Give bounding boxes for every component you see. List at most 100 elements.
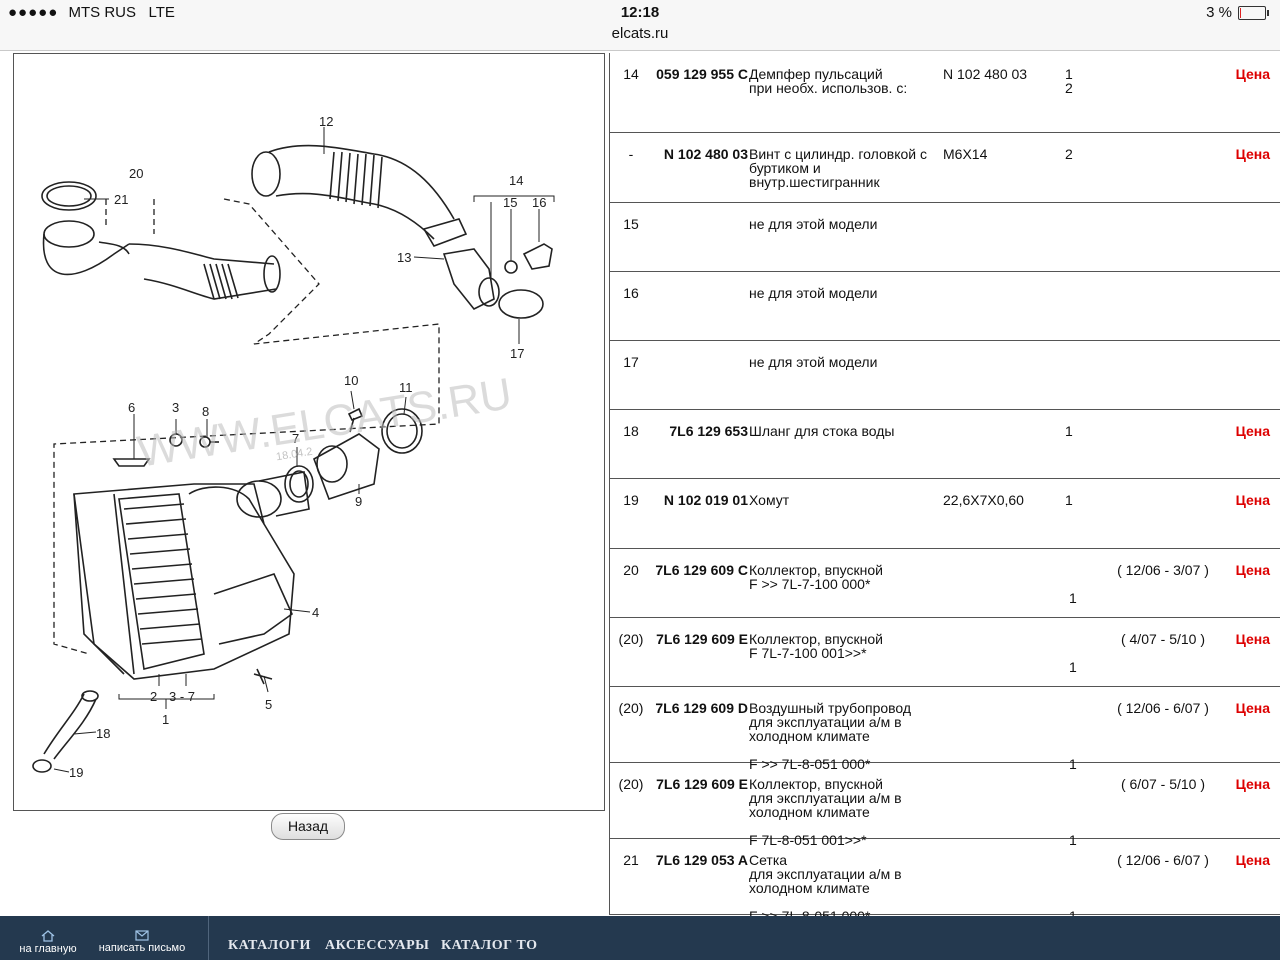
part-quantity: 1 <box>1069 590 1077 606</box>
part-position: 16 <box>623 285 639 301</box>
callout-12: 12 <box>319 114 333 129</box>
part-quantity: 2 <box>1065 146 1073 162</box>
nav-divider <box>208 916 209 960</box>
air-mass-meter <box>284 407 423 503</box>
price-link[interactable]: Цена <box>1235 776 1270 792</box>
price-link[interactable]: Цена <box>1235 631 1270 647</box>
home-link[interactable]: на главную <box>10 930 86 955</box>
part-quantity: 1 2 <box>1065 66 1073 96</box>
write-letter-label: написать письмо <box>98 942 186 954</box>
part-description: Коллектор, впускной F 7L-7-100 001>>* <box>749 631 883 661</box>
menu-catalogs[interactable]: КАТАЛОГИ <box>228 938 311 953</box>
part-description: Винт с цилиндр. головкой с буртиком и вн… <box>749 146 927 190</box>
callout-5: 5 <box>265 697 272 712</box>
price-link[interactable]: Цена <box>1235 66 1270 82</box>
part-description: Хомут <box>749 492 790 508</box>
price-link[interactable]: Цена <box>1235 423 1270 439</box>
watermark: WWW.ELCATS.RU <box>134 369 515 477</box>
part-position: 17 <box>623 354 639 370</box>
callout-20: 20 <box>129 166 143 181</box>
home-icon <box>41 930 55 942</box>
status-bar: ●●●●● MTS RUS LTE 12:18 elcats.ru 3 % <box>0 0 1280 51</box>
part-position: (20) <box>618 700 644 716</box>
part-description: Сетка для эксплуатации а/м в холодном кл… <box>749 852 902 923</box>
callout-labels: 12 20 21 14 15 16 13 17 10 11 6 3 8 7 9 … <box>69 114 546 780</box>
leader-lines <box>53 127 555 773</box>
part-position: 18 <box>623 423 639 439</box>
callout-9: 9 <box>355 494 362 509</box>
part-number[interactable]: N 102 480 03 <box>663 146 748 162</box>
battery-percent: 3 % <box>1206 4 1232 21</box>
callout-18: 18 <box>96 726 110 741</box>
intake-elbow <box>41 181 281 300</box>
part-number[interactable]: 7L6 129 653 <box>669 423 748 439</box>
network-type: LTE <box>148 4 175 21</box>
part-number[interactable]: 7L6 129 609 E <box>656 776 748 792</box>
part-quantity: 1 <box>1065 423 1073 439</box>
part-number[interactable]: 7L6 129 609 D <box>655 700 748 716</box>
price-link[interactable]: Цена <box>1235 852 1270 868</box>
carrier-name: MTS RUS <box>68 4 136 21</box>
part-position: 21 <box>623 852 639 868</box>
part-description: не для этой модели <box>749 216 878 232</box>
diagram-drawing: 12 20 21 14 15 16 13 17 10 11 6 3 8 7 9 … <box>32 114 555 780</box>
callout-4: 4 <box>312 605 319 620</box>
callout-16: 16 <box>532 195 546 210</box>
price-link[interactable]: Цена <box>1235 700 1270 716</box>
air-filter-housing <box>73 471 310 680</box>
part-position: - <box>628 146 634 162</box>
part-quantity: 1 <box>1069 659 1077 675</box>
back-button[interactable]: Назад <box>271 813 345 840</box>
callout-2: 2 <box>150 689 157 704</box>
callout-6: 6 <box>128 400 135 415</box>
parts-diagram: 12 20 21 14 15 16 13 17 10 11 6 3 8 7 9 … <box>13 53 605 811</box>
assembly-outline <box>53 198 440 655</box>
part-description: Шланг для стока воды <box>749 423 895 439</box>
part-quantity: 1 <box>1069 832 1077 848</box>
address-bar[interactable]: elcats.ru <box>611 25 669 42</box>
part-number[interactable]: N 102 019 01 <box>663 492 748 508</box>
part-number[interactable]: 7L6 129 053 A <box>655 852 748 868</box>
callout-11: 11 <box>399 380 413 395</box>
price-link[interactable]: Цена <box>1235 146 1270 162</box>
battery-status: 3 % <box>1206 4 1269 21</box>
callout-8: 8 <box>202 404 209 419</box>
menu-catalog-to[interactable]: КАТАЛОГ ТО <box>441 938 538 953</box>
part-description: Коллектор, впускной F >> 7L-7-100 000* <box>749 562 883 592</box>
part-number[interactable]: 059 129 955 C <box>656 66 748 82</box>
part-position: 14 <box>623 66 639 82</box>
part-date-range: ( 12/06 - 6/07 ) <box>1117 700 1209 716</box>
signal-icon: ●●●●● <box>8 4 59 21</box>
callout-3: 3 <box>172 400 179 415</box>
fasteners <box>112 433 273 685</box>
part-attribute: M6X14 <box>943 146 988 162</box>
part-number[interactable]: 7L6 129 609 C <box>655 562 748 578</box>
part-description: не для этой модели <box>749 285 878 301</box>
intake-hose <box>251 144 468 247</box>
pulsation-damper <box>442 243 553 319</box>
bottom-nav: на главную написать письмо КАТАЛОГИ АКСЕ… <box>0 916 1280 960</box>
write-letter-link[interactable]: написать письмо <box>94 930 190 954</box>
callout-19: 19 <box>69 765 83 780</box>
part-position: (20) <box>618 776 644 792</box>
callout-21: 21 <box>114 192 128 207</box>
part-description: не для этой модели <box>749 354 878 370</box>
price-link[interactable]: Цена <box>1235 562 1270 578</box>
price-link[interactable]: Цена <box>1235 492 1270 508</box>
battery-fill <box>1240 7 1241 18</box>
part-quantity: 1 <box>1065 492 1073 508</box>
mail-icon <box>135 930 149 941</box>
part-description: Демпфер пульсаций при необх. использов. … <box>749 66 908 96</box>
part-number[interactable]: 7L6 129 609 E <box>656 631 748 647</box>
part-description: Воздушный трубопровод для эксплуатации а… <box>749 700 912 772</box>
menu-accessories[interactable]: АКСЕССУАРЫ <box>325 938 430 953</box>
part-attribute: 22,6X7X0,60 <box>943 492 1024 508</box>
part-description: Коллектор, впускной для эксплуатации а/м… <box>749 776 902 848</box>
